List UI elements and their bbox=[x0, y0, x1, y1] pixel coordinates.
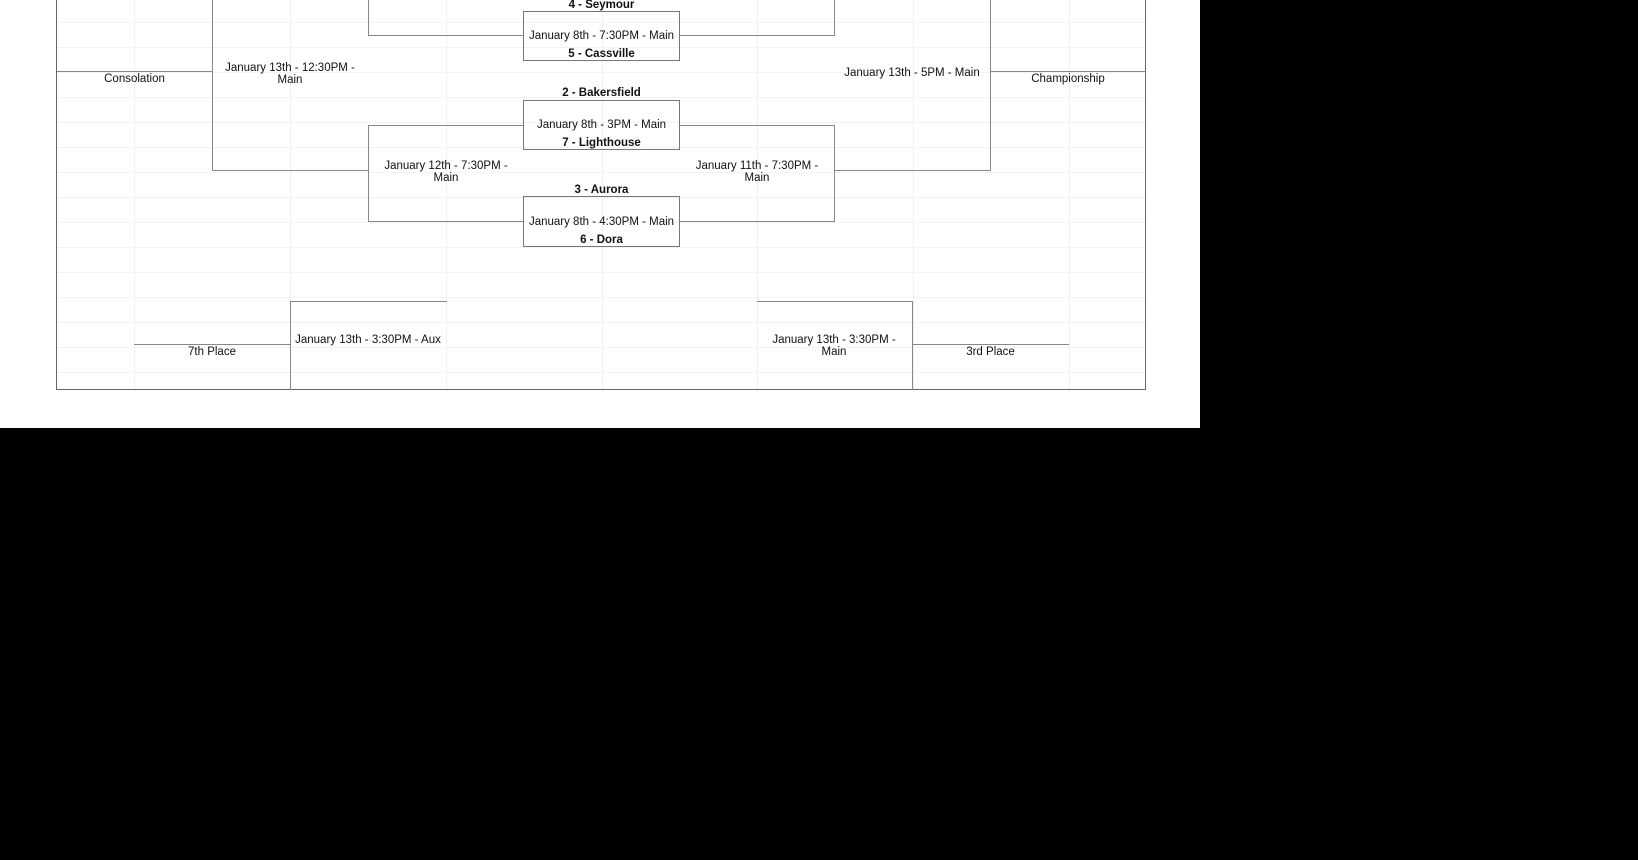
bracket-line bbox=[368, 125, 369, 222]
bracket-line bbox=[212, 170, 368, 171]
bracket-line bbox=[680, 221, 834, 222]
team-seed-3: 3 - Aurora bbox=[574, 184, 629, 196]
gridline bbox=[446, 0, 447, 392]
match-box-2v7 bbox=[523, 100, 680, 150]
gridline bbox=[290, 0, 291, 392]
game-time-consolation-final: January 13th - 12:30PM - Main bbox=[225, 62, 355, 86]
bracket-line bbox=[834, 170, 990, 171]
gridline bbox=[57, 47, 1145, 48]
bracket-line bbox=[212, 0, 213, 171]
bracket-line bbox=[912, 301, 913, 390]
label-championship: Championship bbox=[1031, 73, 1105, 85]
bracket-line bbox=[368, 35, 523, 36]
team-seed-4: 4 - Seymour bbox=[568, 0, 635, 11]
bracket-line bbox=[680, 125, 834, 126]
bracket-line bbox=[834, 125, 835, 222]
team-seed-7: 7 - Lighthouse bbox=[562, 137, 641, 149]
bracket-line bbox=[290, 301, 291, 390]
gridline bbox=[57, 297, 1145, 298]
label-seventh-place: 7th Place bbox=[188, 346, 236, 358]
bracket-line bbox=[368, 0, 369, 36]
game-time-third-place: January 13th - 3:30PM - Main bbox=[772, 334, 896, 358]
bracket-sheet: 4 - Seymour 5 - Cassville 2 - Bakersfiel… bbox=[0, 0, 1200, 428]
gridline bbox=[57, 222, 1145, 223]
bracket-line bbox=[990, 0, 991, 171]
match-box-4v5 bbox=[523, 11, 680, 61]
bracket-line bbox=[57, 71, 212, 72]
game-time-seventh-place: January 13th - 3:30PM - Aux bbox=[295, 334, 441, 346]
bracket-line bbox=[368, 125, 523, 126]
game-time-championship: January 13th - 5PM - Main bbox=[844, 67, 980, 79]
gridline bbox=[1069, 0, 1070, 392]
gridline bbox=[57, 122, 1145, 123]
game-time-qf-2v7: January 8th - 3PM - Main bbox=[536, 119, 667, 131]
gridline bbox=[757, 0, 758, 392]
gridline bbox=[57, 372, 1145, 373]
gridline bbox=[57, 197, 1145, 198]
bracket-line bbox=[290, 301, 447, 302]
game-time-qf-3v6: January 8th - 4:30PM - Main bbox=[528, 216, 675, 228]
team-seed-6: 6 - Dora bbox=[580, 234, 623, 246]
gridline bbox=[57, 347, 1145, 348]
gridline bbox=[57, 147, 1145, 148]
label-consolation: Consolation bbox=[104, 73, 165, 85]
gridline bbox=[913, 0, 914, 392]
bracket-line bbox=[990, 71, 1146, 72]
game-time-semifinal: January 11th - 7:30PM - Main bbox=[695, 160, 819, 184]
gridline bbox=[57, 72, 1145, 73]
gridline bbox=[57, 97, 1145, 98]
bracket-line bbox=[834, 0, 835, 36]
gridline bbox=[57, 322, 1145, 323]
bracket-line bbox=[680, 35, 834, 36]
bracket-line bbox=[912, 344, 1069, 345]
gridline bbox=[57, 247, 1145, 248]
match-box-3v6 bbox=[523, 196, 680, 247]
gridline bbox=[57, 172, 1145, 173]
team-seed-5: 5 - Cassville bbox=[568, 48, 635, 60]
team-seed-2: 2 - Bakersfield bbox=[562, 87, 641, 99]
game-time-consolation-semi: January 12th - 7:30PM - Main bbox=[384, 160, 508, 184]
gridline bbox=[57, 272, 1145, 273]
gridline bbox=[57, 22, 1145, 23]
bracket-line bbox=[757, 301, 913, 302]
game-time-qf-4v5: January 8th - 7:30PM - Main bbox=[528, 30, 675, 42]
gridline bbox=[134, 0, 135, 392]
bracket-line bbox=[368, 221, 523, 222]
bracket-line bbox=[134, 344, 290, 345]
bracket-frame bbox=[56, 0, 1146, 390]
label-third-place: 3rd Place bbox=[966, 346, 1015, 358]
